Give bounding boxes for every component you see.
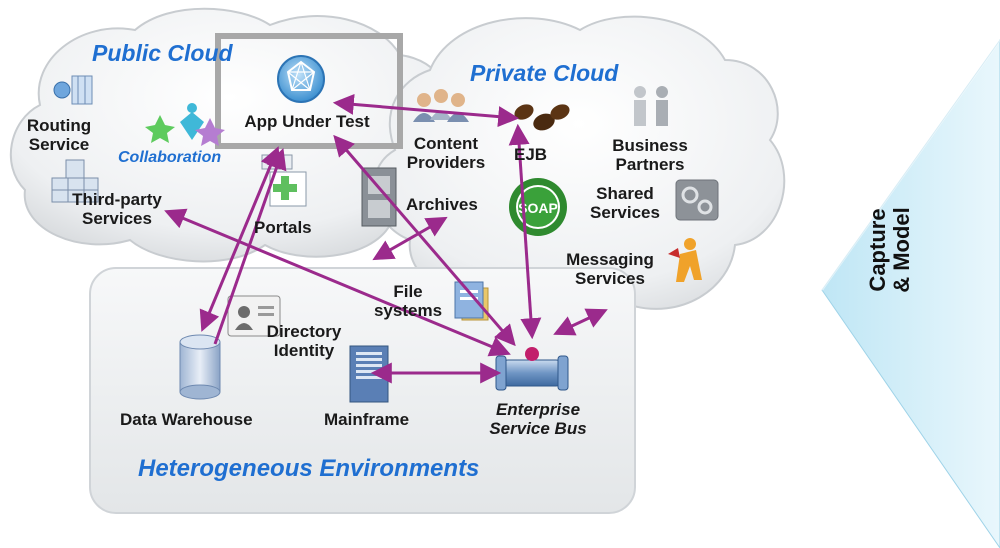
model-line: & Model xyxy=(889,207,914,293)
enterprise-service-bus-label: Enterprise Service Bus xyxy=(478,400,598,438)
file-systems-line2: systems xyxy=(373,301,443,320)
portals-label: Portals xyxy=(254,218,312,237)
public-cloud-title: Public Cloud xyxy=(92,40,233,66)
ejb-label: EJB xyxy=(514,145,548,164)
third-party-line1: Third-party xyxy=(72,190,162,209)
collaboration-label: Collaboration xyxy=(118,149,222,166)
data-warehouse-label: Data Warehouse xyxy=(120,410,253,429)
app-under-test-icon[interactable] xyxy=(277,55,325,103)
shared-services-label: Shared Services xyxy=(580,184,670,222)
connection-arrows xyxy=(164,93,608,384)
esb-line1: Enterprise xyxy=(495,400,581,419)
shared-services-line2: Services xyxy=(590,203,660,222)
collaboration-icon xyxy=(145,103,225,146)
content-providers-line1: Content xyxy=(413,134,479,153)
third-party-services-label: Third-party Services xyxy=(62,190,172,228)
third-party-line2: Services xyxy=(82,209,152,228)
messaging-services-label: Messaging Services xyxy=(556,250,664,288)
messaging-services-line2: Services xyxy=(575,269,645,288)
arrow-thirdparty-bus xyxy=(164,208,511,357)
shared-services-line1: Shared xyxy=(596,184,654,203)
capture-line: Capture xyxy=(865,208,890,292)
directory-identity-label: Directory Identity xyxy=(254,322,354,360)
file-systems-label: File systems xyxy=(368,282,448,320)
business-partners-label: Business Partners xyxy=(596,136,704,174)
routing-service-label: Routing Service xyxy=(24,116,94,154)
business-partners-icon xyxy=(634,86,668,126)
arrow-bus-messaging xyxy=(553,308,608,336)
third-party-services-icon xyxy=(51,159,99,203)
archives-icon xyxy=(361,167,397,227)
heterogeneous-environments-title: Heterogeneous Environments xyxy=(138,455,480,482)
messaging-services-icon xyxy=(668,238,702,282)
content-providers-line2: Providers xyxy=(406,153,486,172)
directory-identity-line2: Identity xyxy=(273,341,335,360)
capture-model-label: Capture & Model xyxy=(865,190,926,310)
shared-services-icon xyxy=(675,179,719,221)
esb-line2: Service Bus xyxy=(489,419,587,438)
arrow-archives-filesystems xyxy=(372,216,448,261)
arrow-ejb-bus xyxy=(508,123,542,340)
routing-service-line1: Routing xyxy=(26,116,92,135)
arrow-app-ejb xyxy=(332,93,520,128)
data-warehouse-icon xyxy=(179,334,221,400)
routing-service-icon xyxy=(53,75,93,105)
app-under-test-frame xyxy=(215,33,403,149)
business-partners-line1: Business xyxy=(612,136,688,155)
app-under-test-label[interactable]: App Under Test xyxy=(244,112,370,131)
archives-label: Archives xyxy=(406,195,478,214)
mainframe-label: Mainframe xyxy=(324,410,410,429)
business-partners-line2: Partners xyxy=(615,155,685,174)
file-systems-icon xyxy=(454,281,489,321)
routing-service-line2: Service xyxy=(28,135,90,154)
private-cloud-title: Private Cloud xyxy=(470,60,619,86)
directory-identity-line1: Directory xyxy=(266,322,342,341)
soap-icon: SOAP xyxy=(509,178,567,236)
content-providers-label: Content Providers xyxy=(396,134,496,172)
capture-model-panel xyxy=(821,39,1000,548)
messaging-services-line1: Messaging xyxy=(566,250,654,269)
file-systems-line1: File xyxy=(393,282,423,301)
